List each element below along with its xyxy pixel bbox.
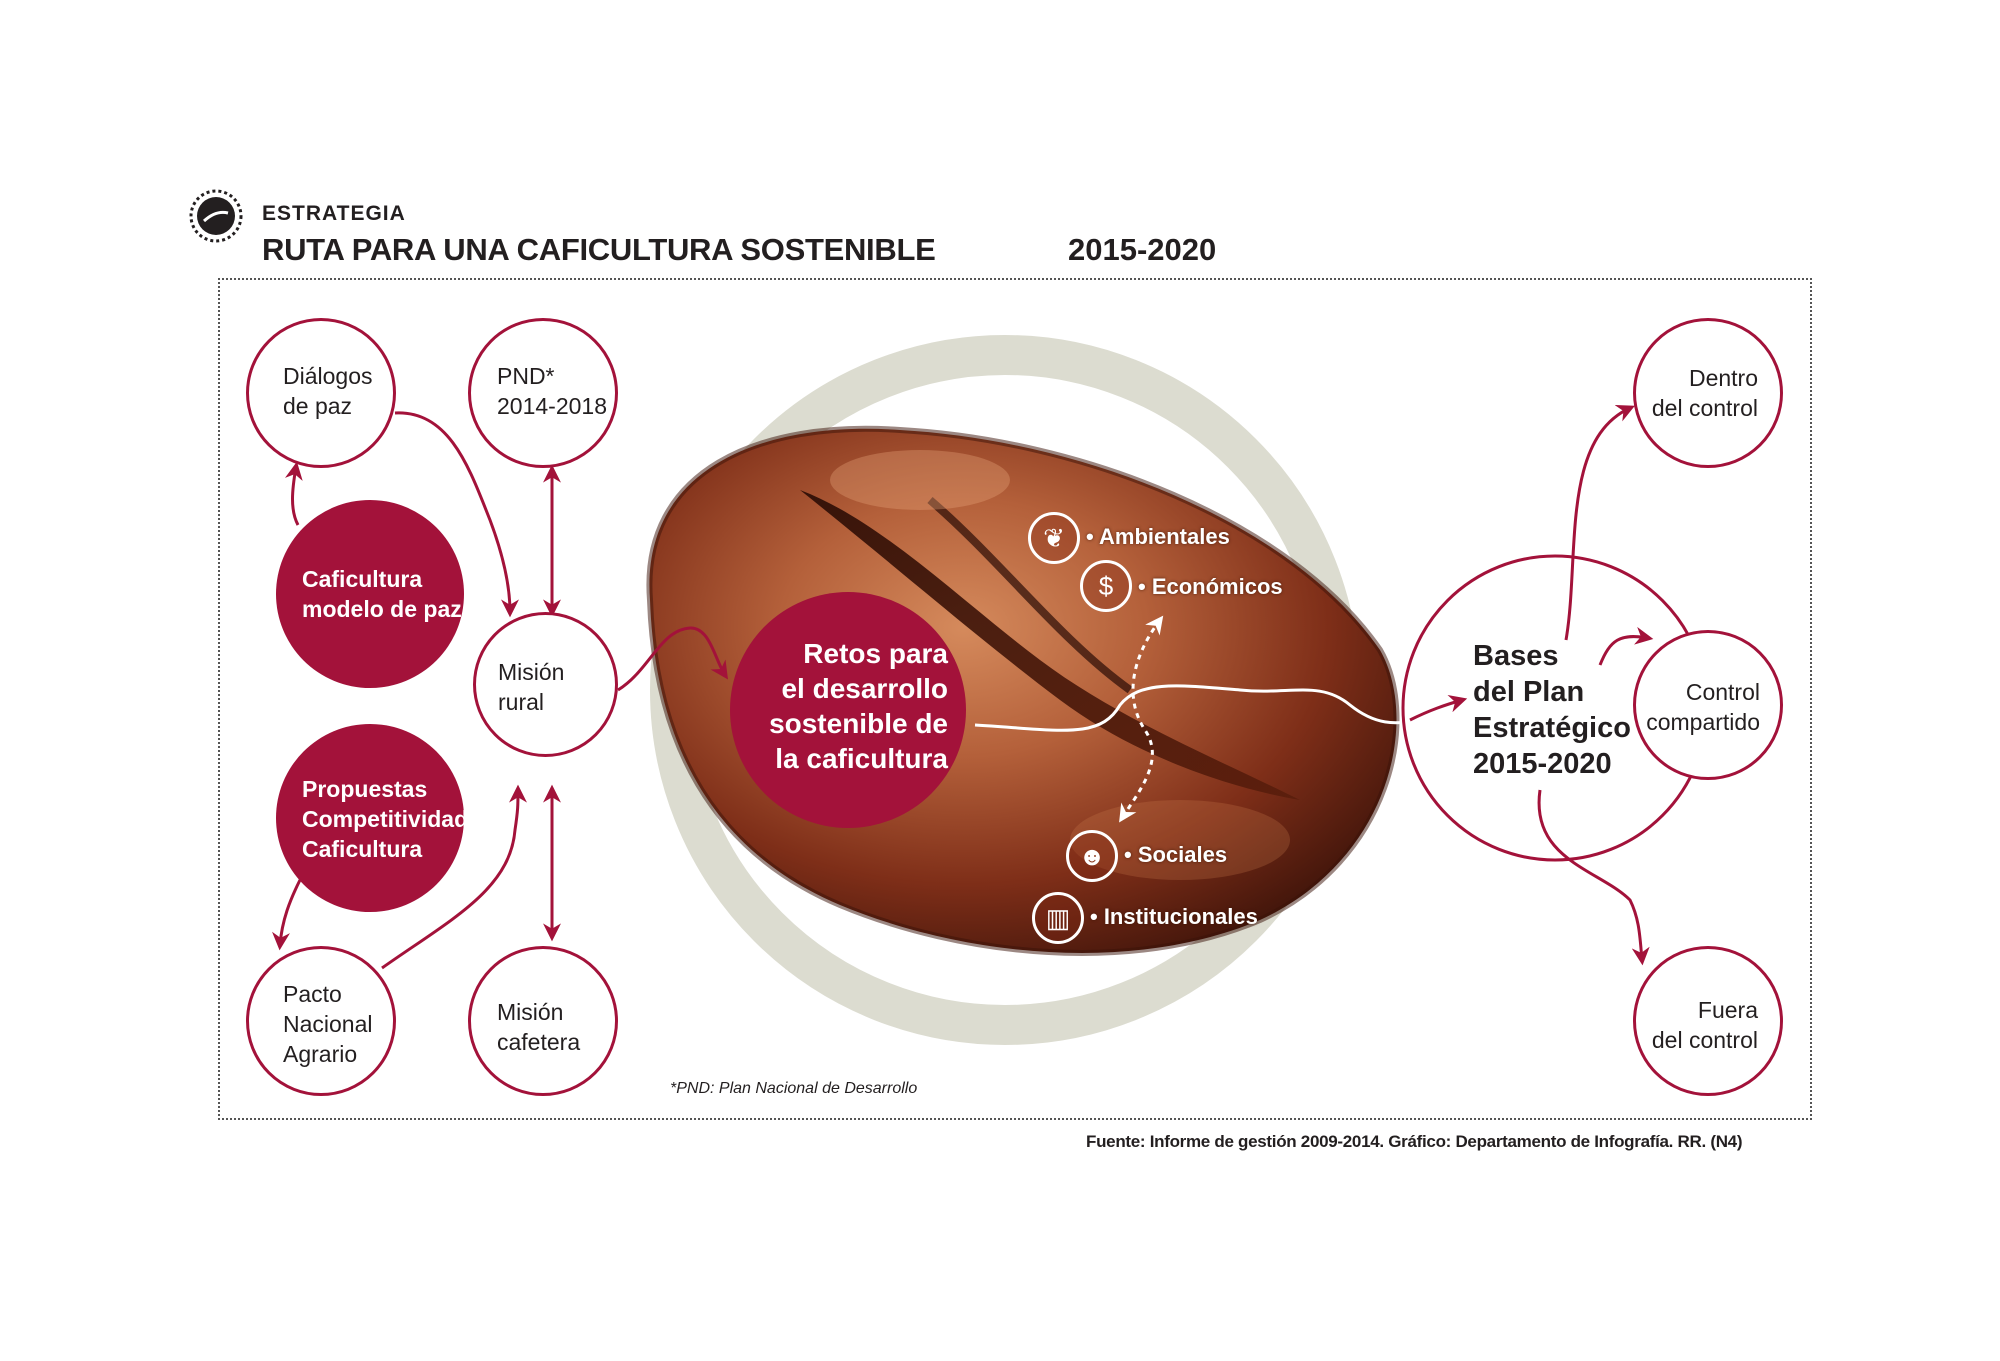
arrow-bases-dentro: [1564, 405, 1635, 641]
money-icon: $: [1080, 560, 1132, 612]
header-years: 2015-2020: [1068, 232, 1217, 267]
node-label: Caficultura modelo de paz: [302, 566, 462, 622]
node-label: Fuera del control: [1651, 997, 1758, 1053]
source-credit: Fuente: Informe de gestión 2009-2014. Gr…: [1086, 1132, 1743, 1151]
arrow-bases-fuera: [1537, 789, 1650, 966]
people-icon: ☻: [1066, 830, 1118, 882]
header-kicker: ESTRATEGIA: [262, 202, 406, 225]
dimension-institucionales: • Institucionales: [1090, 904, 1258, 929]
node-label: Misión cafetera: [497, 999, 581, 1055]
node-mision-cafetera: Misión cafetera: [468, 946, 618, 1096]
arrow-caficultura-dialogos: [284, 461, 303, 526]
dimension-ambientales: • Ambientales: [1086, 524, 1230, 549]
diagram-frame: [218, 278, 1812, 1120]
arrow-propuestas-pacto: [272, 879, 302, 951]
arrow-pacto-mision: [381, 784, 527, 970]
dimension-sociales: • Sociales: [1124, 842, 1228, 867]
arrow-flow-bases: [1409, 694, 1468, 722]
page-title: RUTA PARA UNA CAFICULTURA SOSTENIBLE: [262, 232, 936, 267]
node-label: Pacto Nacional Agrario: [283, 981, 373, 1067]
dimension-economicos: • Económicos: [1138, 574, 1283, 599]
node-fuera-del-control: Fuera del control: [1633, 946, 1783, 1096]
flow-dimensions: [1119, 615, 1164, 823]
footnote: *PND: Plan Nacional de Desarrollo: [670, 1080, 918, 1097]
node-control-compartido: Control compartido: [1633, 630, 1783, 780]
node-label: Dentro del control: [1651, 365, 1758, 421]
node-label: Misión rural: [498, 659, 565, 715]
coffee-bean-icon: [189, 189, 243, 243]
node-pacto-nacional-agrario: Pacto Nacional Agrario: [246, 946, 396, 1096]
node-mision-rural: Misión rural: [473, 612, 618, 757]
flow-retos-bases: [974, 684, 1421, 732]
bases-plan-estrategico: Bases del Plan Estratégico 2015-2020: [1473, 640, 1631, 780]
node-caficultura-modelo-de-paz: Caficultura modelo de paz: [276, 500, 464, 688]
arrow-mision-retos: [617, 626, 728, 692]
leaf-icon: ❦: [1028, 512, 1080, 564]
node-label: PND* 2014-2018: [497, 363, 607, 419]
node-label: Control compartido: [1646, 679, 1760, 735]
node-propuestas-competitividad: Propuestas Competitividad Caficultura: [276, 724, 468, 912]
node-dialogos-de-paz: Diálogos de paz: [246, 318, 396, 468]
arrow-bases-compartido: [1598, 626, 1654, 666]
institution-icon: ▥: [1032, 892, 1084, 944]
node-label: Propuestas Competitividad Caficultura: [302, 776, 469, 862]
node-label: Diálogos de paz: [283, 363, 373, 419]
node-pnd: PND* 2014-2018: [468, 318, 618, 468]
node-retos: Retos para el desarrollo sostenible de l…: [730, 592, 966, 828]
arrow-dialogos-mision: [394, 411, 519, 618]
node-dentro-del-control: Dentro del control: [1633, 318, 1783, 468]
retos-label: Retos para el desarrollo sostenible de l…: [769, 638, 948, 774]
